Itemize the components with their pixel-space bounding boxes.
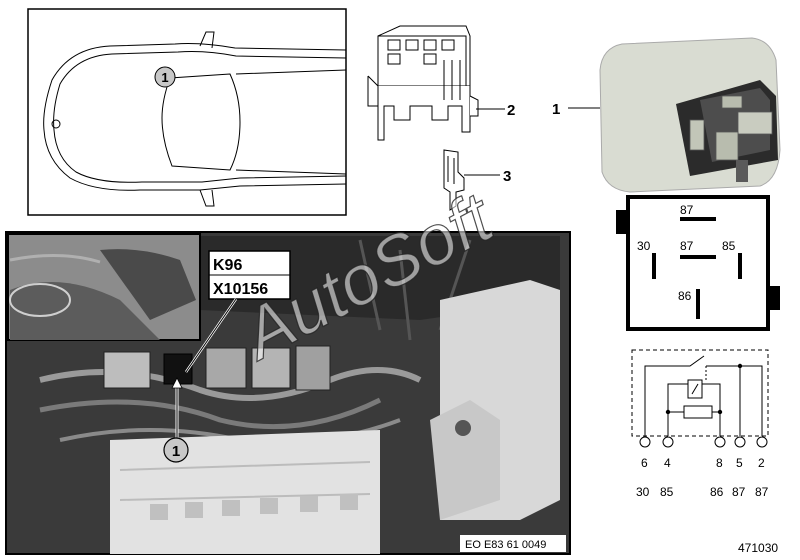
schematic-pin-number: 4 bbox=[664, 456, 671, 470]
pin-label-center-87: 87 bbox=[680, 239, 694, 253]
relay-photo bbox=[599, 37, 781, 193]
schematic-terminal-number: 87 bbox=[732, 485, 746, 499]
relay-schematic bbox=[631, 349, 769, 437]
car-position-callout-label: 1 bbox=[161, 70, 168, 85]
connector-code-label: X10156 bbox=[213, 281, 268, 298]
component-code-label: K96 bbox=[213, 257, 242, 274]
photo-position-callout bbox=[163, 437, 189, 463]
schematic-pin-number: 6 bbox=[641, 456, 648, 470]
relay-pin-face bbox=[616, 195, 780, 331]
reference-box bbox=[460, 535, 566, 552]
component-label-box bbox=[208, 250, 291, 300]
car-location-panel: 1 bbox=[27, 8, 347, 216]
diagram-number: 471030 bbox=[738, 541, 778, 555]
schematic-junction-dots bbox=[665, 363, 743, 415]
pin-label-top-87: 87 bbox=[680, 203, 694, 217]
schematic-terminal-number: 30 bbox=[636, 485, 650, 499]
pin-label-30: 30 bbox=[637, 239, 651, 253]
schematic-terminal-number: 85 bbox=[660, 485, 674, 499]
photo-position-arrow bbox=[171, 377, 183, 438]
schematic-pin-number: 5 bbox=[736, 456, 743, 470]
terminal-pin-drawing bbox=[443, 149, 465, 211]
terminal-callout: 3 bbox=[503, 168, 511, 185]
schematic-terminal-numbers: 30 85 86 87 87 bbox=[636, 485, 769, 499]
pin-label-86: 86 bbox=[678, 289, 692, 303]
photo-position-callout-label: 1 bbox=[172, 443, 180, 460]
relay-callout: 1 bbox=[552, 101, 560, 118]
schematic-pin-numbers: 6 4 8 5 2 bbox=[641, 456, 765, 470]
schematic-terminals bbox=[639, 436, 768, 448]
pin-label-85: 85 bbox=[722, 239, 736, 253]
schematic-pin-number: 8 bbox=[716, 456, 723, 470]
relay-socket-drawing bbox=[367, 25, 479, 141]
car-outline bbox=[43, 31, 347, 207]
schematic-terminal-number: 86 bbox=[710, 485, 724, 499]
schematic-pin-number: 2 bbox=[758, 456, 765, 470]
photo-reference-number: EO E83 61 0049 bbox=[465, 539, 546, 551]
car-position-callout bbox=[154, 66, 176, 88]
socket-callout: 2 bbox=[507, 102, 515, 119]
schematic-terminal-number: 87 bbox=[755, 485, 769, 499]
